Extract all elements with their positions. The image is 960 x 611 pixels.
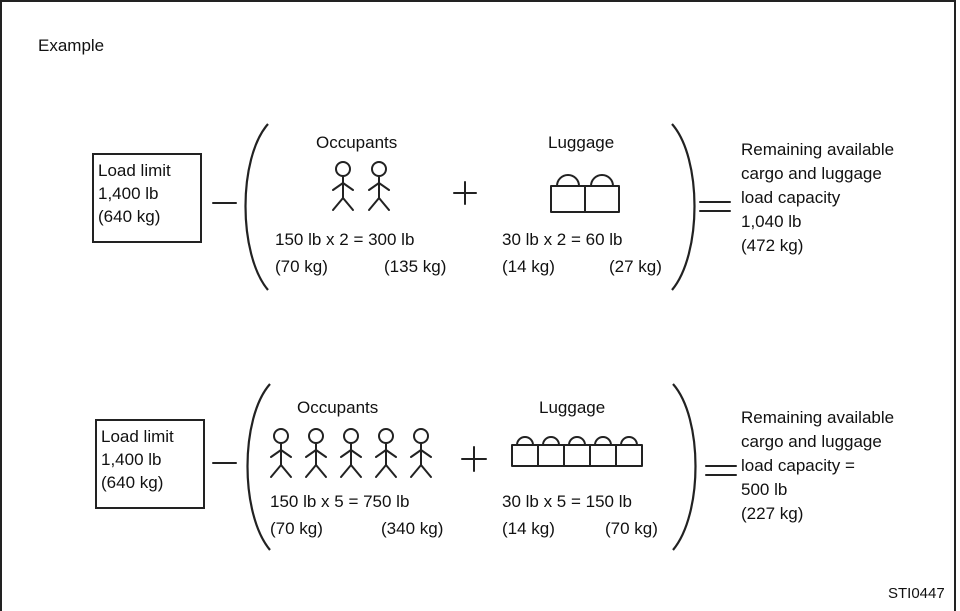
luggage-calc: 30 lb x 5 = 150 lb <box>502 492 632 511</box>
load-limit-box-2: Load limit 1,400 lb (640 kg) <box>95 419 205 509</box>
person-icon <box>340 428 362 478</box>
luggage-heading: Luggage <box>548 133 615 152</box>
remaining-line: cargo and luggage <box>741 164 882 183</box>
remaining-line: load capacity <box>741 188 841 207</box>
luggage-figures <box>511 436 643 467</box>
remaining-kg: (227 kg) <box>741 504 804 523</box>
remaining-lb: 500 lb <box>741 480 788 499</box>
occupants-calc: 150 lb x 5 = 750 lb <box>270 492 410 511</box>
remaining-line: cargo and luggage <box>741 432 882 451</box>
occupants-kg-each: (70 kg) <box>275 257 328 276</box>
figure-code: STI0447 <box>888 585 945 602</box>
example-label: Example <box>38 36 105 55</box>
occupants-kg-each: (70 kg) <box>270 519 323 538</box>
luggage-figures <box>550 174 620 213</box>
remaining-lb: 1,040 lb <box>741 212 802 231</box>
luggage-kg-total: (27 kg) <box>609 257 662 276</box>
load-limit-lb: 1,400 lb <box>101 450 162 469</box>
load-limit-box-1: Load limit 1,400 lb (640 kg) <box>92 153 202 243</box>
remaining-capacity-1: Remaining available cargo and luggage lo… <box>741 138 894 258</box>
remaining-kg: (472 kg) <box>741 236 804 255</box>
person-icon <box>368 161 390 211</box>
load-limit-lb: 1,400 lb <box>98 184 159 203</box>
person-icon <box>375 428 397 478</box>
luggage-kg-each: (14 kg) <box>502 257 555 276</box>
remaining-capacity-2: Remaining available cargo and luggage lo… <box>741 406 894 526</box>
load-limit-kg: (640 kg) <box>101 473 164 492</box>
occupants-heading: Occupants <box>297 398 379 417</box>
left-parenthesis <box>246 383 271 551</box>
remaining-line: Remaining available <box>741 408 895 427</box>
person-icon <box>332 161 354 211</box>
occupants-heading: Occupants <box>316 133 398 152</box>
luggage-icon <box>511 436 643 467</box>
luggage-heading: Luggage <box>539 398 606 417</box>
load-limit-title: Load limit <box>101 427 174 446</box>
occupant-figures <box>270 428 432 478</box>
load-limit-title: Load limit <box>98 161 171 180</box>
load-limit-kg: (640 kg) <box>98 207 161 226</box>
person-icon <box>270 428 292 478</box>
occupants-kg-total: (135 kg) <box>384 257 447 276</box>
luggage-calc: 30 lb x 2 = 60 lb <box>502 230 623 249</box>
remaining-line: Remaining available <box>741 140 895 159</box>
left-parenthesis <box>244 123 269 291</box>
right-parenthesis <box>672 383 697 551</box>
occupant-figures <box>332 161 390 211</box>
person-icon <box>410 428 432 478</box>
luggage-icon <box>550 174 620 213</box>
right-parenthesis <box>671 123 696 291</box>
occupants-calc: 150 lb x 2 = 300 lb <box>275 230 415 249</box>
occupants-kg-total: (340 kg) <box>381 519 444 538</box>
remaining-line: load capacity = <box>741 456 855 475</box>
luggage-kg-total: (70 kg) <box>605 519 658 538</box>
luggage-kg-each: (14 kg) <box>502 519 555 538</box>
person-icon <box>305 428 327 478</box>
